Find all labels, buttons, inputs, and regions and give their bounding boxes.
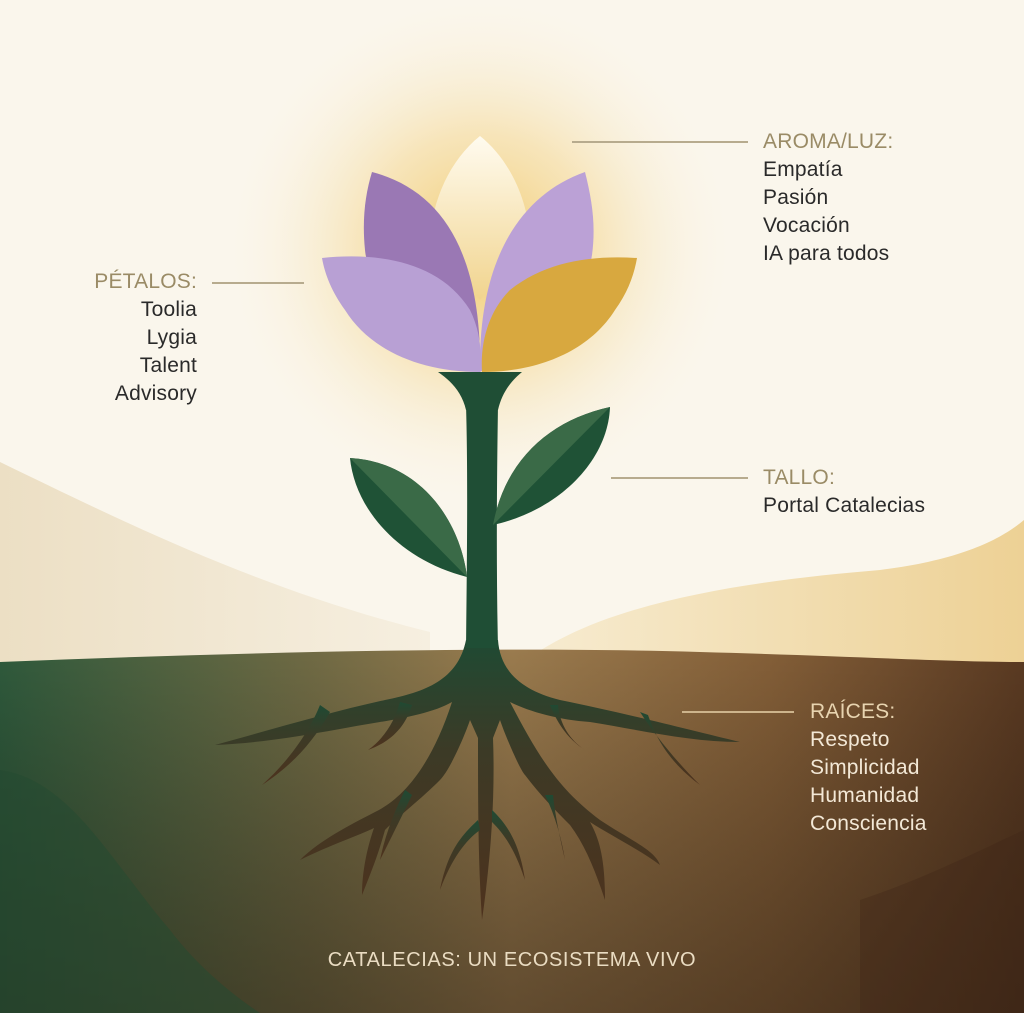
petalos-item: Advisory [114, 382, 197, 405]
aroma-section: AROMA/LUZ: Empatía Pasión Vocación IA pa… [763, 128, 893, 268]
petalos-item: Toolia [140, 298, 197, 321]
tallo-item: Portal Catalecias [763, 494, 926, 517]
raices-item: Simplicidad [810, 756, 920, 779]
tallo-section: TALLO: Portal Catalecias [763, 464, 925, 520]
left-leaf [350, 458, 467, 577]
diagram-title: CATALECIAS: UN ECOSISTEMA VIVO [327, 949, 697, 971]
roots [215, 640, 740, 920]
petal-front-left [322, 256, 481, 372]
raices-leader-line [682, 711, 794, 713]
petalos-item: Lygia [146, 326, 197, 349]
stem [466, 405, 498, 648]
raices-item: Humanidad [810, 784, 920, 807]
raices-section: RAÍCES: Respeto Simplicidad Humanidad Co… [810, 698, 927, 838]
petalos-title: PÉTALOS: [94, 270, 197, 293]
tallo-title: TALLO: [763, 466, 836, 489]
raices-item: Respeto [810, 728, 890, 751]
right-leaf [493, 407, 610, 525]
left-hill [0, 462, 430, 665]
aroma-item: Pasión [763, 186, 829, 209]
petal-front-right [481, 257, 637, 372]
petalos-section: PÉTALOS: Toolia Lygia Talent Advisory [94, 268, 197, 408]
tallo-leader-line [611, 477, 748, 479]
aroma-item: Empatía [763, 158, 843, 181]
aroma-title: AROMA/LUZ: [763, 130, 894, 153]
aroma-item: IA para todos [763, 242, 890, 265]
flower [322, 136, 637, 372]
soil-dark-left-hill [0, 770, 260, 1013]
aroma-leader-line [572, 141, 748, 143]
petalos-leader-line [212, 282, 304, 284]
soil-dark-right-hill [860, 830, 1024, 1013]
aroma-item: Vocación [763, 214, 850, 237]
right-hill [520, 520, 1024, 665]
raices-title: RAÍCES: [810, 700, 896, 723]
petalos-item: Talent [139, 354, 197, 377]
stem-collar [438, 372, 522, 410]
raices-item: Consciencia [810, 812, 927, 835]
